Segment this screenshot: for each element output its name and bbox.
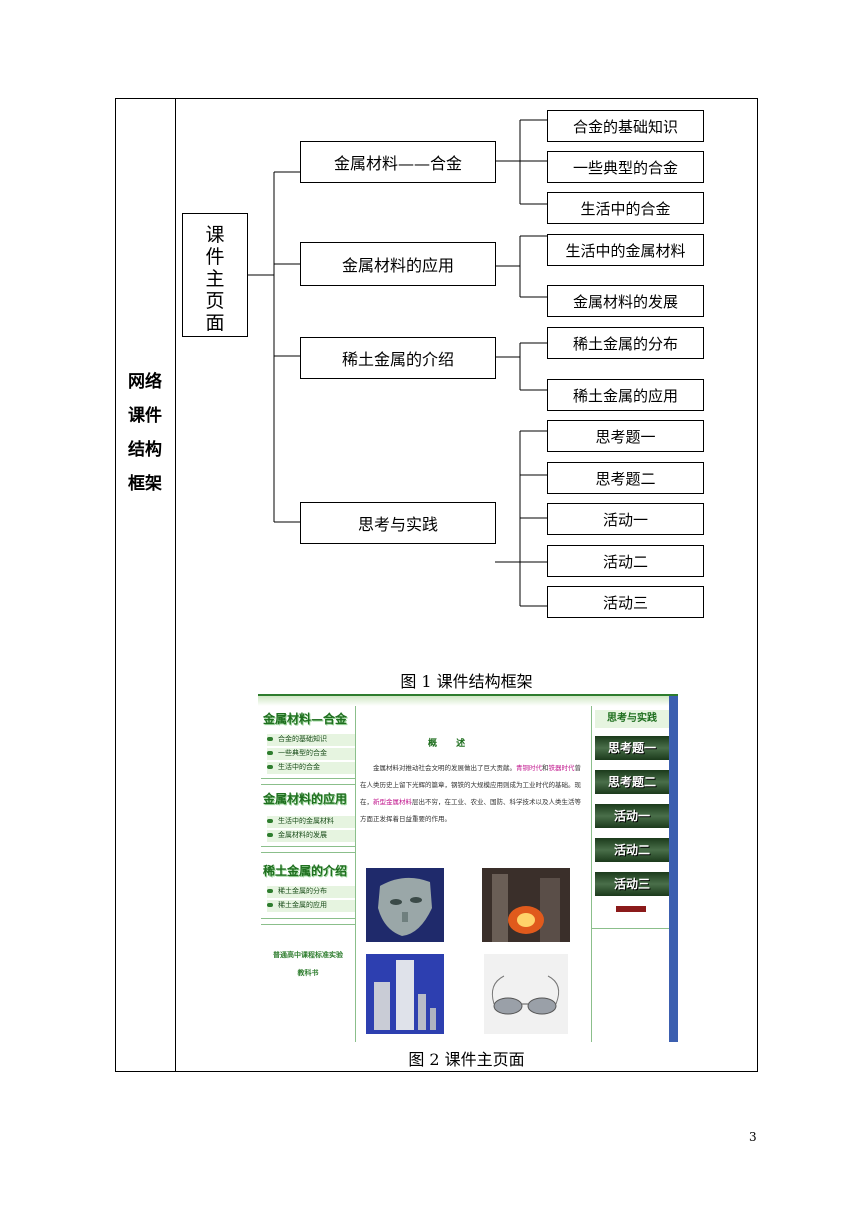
- node-alloy-life: 生活中的合金: [547, 192, 704, 224]
- root-char: 课: [205, 224, 225, 246]
- node-app-development: 金属材料的发展: [547, 285, 704, 317]
- divider: [261, 778, 355, 779]
- bullet-icon: [267, 833, 273, 837]
- courseware-home-screenshot: 金属材料—合金 合金的基础知识 一些典型的合金 生活中的合金 金属材料的应用 生…: [258, 694, 678, 1042]
- nav-item[interactable]: 稀土金属的应用: [267, 900, 355, 912]
- node-activity-1: 活动一: [547, 503, 704, 535]
- node-practice: 思考与实践: [300, 502, 496, 544]
- figure-caption-1: 图 1 课件结构框架: [400, 672, 533, 691]
- nav-section-title[interactable]: 稀土金属的介绍: [263, 864, 348, 878]
- text-run: 和: [542, 764, 549, 772]
- nav-item-label: 合金的基础知识: [278, 735, 327, 743]
- small-red-button[interactable]: [616, 906, 646, 912]
- row-label-line: 网络: [128, 372, 162, 392]
- nav-item-label: 生活中的金属材料: [278, 817, 334, 825]
- nav-item-label: 生活中的合金: [278, 763, 320, 771]
- text-run: 金属材料对推动社会文明的发展做出了巨大贡献。: [373, 764, 516, 772]
- row-label-line: 框架: [128, 474, 162, 494]
- nav-section-title[interactable]: 金属材料—合金: [263, 712, 348, 726]
- figure-caption-2: 图 2 课件主页面: [408, 1050, 525, 1069]
- root-char: 主: [205, 268, 225, 290]
- nav-item[interactable]: 金属材料的发展: [267, 830, 355, 842]
- sunglasses-photo: [484, 954, 568, 1034]
- node-question-1: 思考题一: [547, 420, 704, 452]
- highlight-link[interactable]: 新型金属材料: [373, 798, 412, 806]
- highlight-link[interactable]: 铁器时代: [548, 764, 575, 772]
- node-app-life: 生活中的金属材料: [547, 234, 704, 266]
- row-label-line: 结构: [128, 440, 162, 460]
- nav-item[interactable]: 合金的基础知识: [267, 734, 355, 746]
- node-alloy-typical: 一些典型的合金: [547, 151, 704, 183]
- root-char: 面: [205, 312, 225, 334]
- main-overview-text: 金属材料对推动社会文明的发展做出了巨大贡献。青铜时代和铁器时代曾在人类历史上留下…: [360, 760, 586, 828]
- divider: [592, 928, 670, 929]
- nav-item[interactable]: 稀土金属的分布: [267, 886, 355, 898]
- node-rare-earth: 稀土金属的介绍: [300, 337, 496, 379]
- node-rare-application: 稀土金属的应用: [547, 379, 704, 411]
- textbook-tag: 普通高中课程标准实验 教科书: [261, 946, 355, 982]
- node-activity-2: 活动二: [547, 545, 704, 577]
- metal-tubes-photo: [366, 954, 444, 1034]
- nav-item[interactable]: 生活中的合金: [267, 762, 355, 774]
- bullet-icon: [267, 889, 273, 893]
- divider: [261, 924, 355, 925]
- nav-item-label: 金属材料的发展: [278, 831, 327, 839]
- nav-item[interactable]: 一些典型的合金: [267, 748, 355, 760]
- nav-item-label: 稀土金属的应用: [278, 901, 327, 909]
- divider: [261, 918, 355, 919]
- activity-1-button[interactable]: 活动一: [595, 804, 669, 828]
- node-alloy: 金属材料——合金: [300, 141, 496, 183]
- bullet-icon: [267, 737, 273, 741]
- root-char: 页: [205, 290, 225, 312]
- nav-item-label: 稀土金属的分布: [278, 887, 327, 895]
- bullet-icon: [267, 903, 273, 907]
- bullet-icon: [267, 751, 273, 755]
- node-activity-3: 活动三: [547, 586, 704, 618]
- textbook-tag-line: 普通高中课程标准实验: [273, 951, 343, 959]
- root-node: 课 件 主 页 面: [182, 213, 248, 337]
- row-label: 网络 课件 结构 框架: [115, 365, 175, 501]
- bullet-icon: [267, 765, 273, 769]
- main-title: 概 述: [428, 739, 474, 749]
- textbook-tag-line: 教科书: [297, 969, 319, 977]
- nav-section-title[interactable]: 金属材料的应用: [263, 792, 348, 806]
- bronze-mask-photo: [366, 868, 444, 942]
- node-rare-distribution: 稀土金属的分布: [547, 327, 704, 359]
- node-alloy-basics: 合金的基础知识: [547, 110, 704, 142]
- page-number: 3: [749, 1130, 757, 1144]
- text-run: 曾在人类历史上留下光辉的篇章，钢铁的大规模应用则成为工业时代的基础。现在，: [360, 764, 581, 806]
- nav-item-label: 一些典型的合金: [278, 749, 327, 757]
- practice-heading: 思考与实践: [595, 710, 669, 728]
- screenshot-right-edge: [669, 696, 678, 1042]
- divider: [261, 846, 355, 847]
- screenshot-left-nav: 金属材料—合金 合金的基础知识 一些典型的合金 生活中的合金 金属材料的应用 生…: [261, 706, 356, 1042]
- table-cell-content: [175, 98, 758, 1072]
- screenshot-top-bar: [258, 696, 678, 706]
- bullet-icon: [267, 819, 273, 823]
- question-1-button[interactable]: 思考题一: [595, 736, 669, 760]
- divider: [261, 784, 355, 785]
- nav-item[interactable]: 生活中的金属材料: [267, 816, 355, 828]
- root-char: 件: [205, 246, 225, 268]
- table-cell-label: [115, 98, 175, 1072]
- node-question-2: 思考题二: [547, 462, 704, 494]
- divider: [261, 852, 355, 853]
- activity-3-button[interactable]: 活动三: [595, 872, 669, 896]
- steel-mill-photo: [482, 868, 570, 942]
- screenshot-right-nav: 思考与实践 思考题一 思考题二 活动一 活动二 活动三: [591, 706, 670, 1042]
- node-application: 金属材料的应用: [300, 242, 496, 286]
- activity-2-button[interactable]: 活动二: [595, 838, 669, 862]
- highlight-link[interactable]: 青铜时代: [516, 764, 542, 772]
- text-run: 层出不穷，在工业、农业、国防、科学技术以及人类生活等方面正发挥着日益重要的作用。: [360, 798, 581, 823]
- row-label-line: 课件: [128, 406, 162, 426]
- question-2-button[interactable]: 思考题二: [595, 770, 669, 794]
